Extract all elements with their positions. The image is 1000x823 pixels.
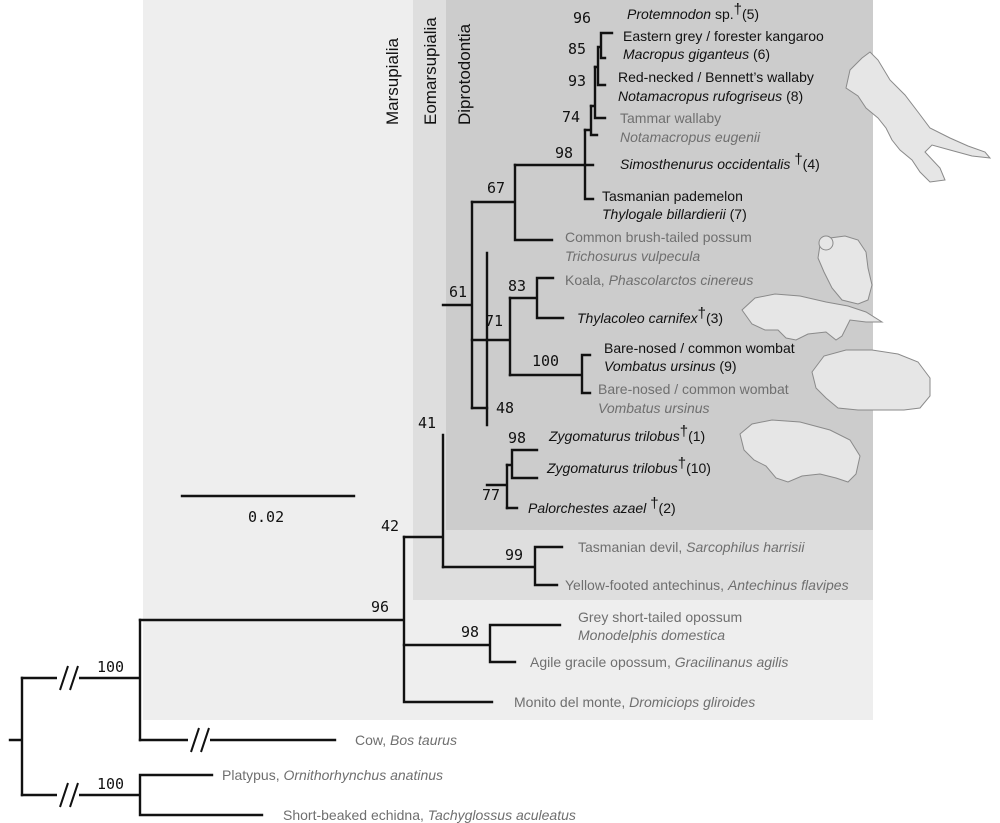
support-value: 100 <box>97 658 124 676</box>
support-value: 48 <box>496 399 514 417</box>
taxon-label-giganteus-common: Eastern grey / forester kangaroo <box>623 28 824 44</box>
support-value: 100 <box>97 775 124 793</box>
support-value: 61 <box>449 283 467 301</box>
taxon-label-ornithorhynchus: Platypus, Ornithorhynchus anatinus <box>222 767 443 783</box>
taxon-label-thylogale: Thylogale billardierii (7) <box>602 206 747 222</box>
taxon-label-zygomaturus-1: Zygomaturus trilobus†(1) <box>548 423 705 444</box>
taxon-label-wombat-9: Vombatus ursinus (9) <box>604 358 737 374</box>
clade-label-eomarsupialia: Eomarsupialia <box>421 17 440 125</box>
taxon-label-antechinus: Yellow-footed antechinus, Antechinus fla… <box>565 577 849 593</box>
taxon-label-eugenii-common: Tammar wallaby <box>620 110 721 126</box>
clade-label-diprotodontia: Diprotodontia <box>455 23 474 125</box>
kangaroo-illustration <box>845 51 992 183</box>
taxon-label-sarcophilus: Tasmanian devil, Sarcophilus harrisii <box>578 539 805 555</box>
scale-bar-label: 0.02 <box>248 508 284 526</box>
support-value: 77 <box>482 486 500 504</box>
taxon-label-zygomaturus-10: Zygomaturus trilobus†(10) <box>546 455 711 476</box>
support-values: 96 85 93 74 98 67 83 71 100 61 98 48 77 … <box>97 9 591 793</box>
support-value: 96 <box>573 9 591 27</box>
taxon-label-dromiciops: Monito del monte, Dromiciops gliroides <box>514 694 755 710</box>
taxon-label-eugenii: Notamacropus eugenii <box>620 129 761 145</box>
branch-break-marks <box>57 665 210 808</box>
clade-label-marsupialia: Marsupialia <box>383 38 402 125</box>
taxon-label-thylacoleo: Thylacoleo carnifex†(3) <box>577 305 723 326</box>
taxon-label-thylogale-common: Tasmanian pademelon <box>602 188 743 204</box>
thylacoleo-illustration <box>741 293 884 341</box>
support-value: 85 <box>568 40 586 58</box>
taxon-label-wombat-common: Bare-nosed / common wombat <box>598 381 789 397</box>
taxon-label-rufogriseus: Notamacropus rufogriseus (8) <box>618 88 803 104</box>
support-value: 98 <box>461 623 479 641</box>
taxon-label-simosthenurus: Simosthenurus occidentalis †(4) <box>620 151 820 172</box>
taxon-label-wombat-9-common: Bare-nosed / common wombat <box>604 340 795 356</box>
support-value: 41 <box>418 414 436 432</box>
support-value: 98 <box>555 144 573 162</box>
taxon-label-koala: Koala, Phascolarctos cinereus <box>565 272 753 288</box>
support-value: 93 <box>568 72 586 90</box>
wombat-illustration <box>811 349 931 411</box>
taxon-label-wombat: Vombatus ursinus <box>598 400 710 416</box>
support-value: 71 <box>485 312 503 330</box>
support-value: 83 <box>508 277 526 295</box>
taxon-label-protemnodon: Protemnodon sp.†(5) <box>627 1 759 22</box>
taxon-label-palorchestes: Palorchestes azael †(2) <box>528 495 676 516</box>
taxon-label-tachyglossus: Short-beaked echidna, Tachyglossus acule… <box>283 807 576 823</box>
support-value: 42 <box>381 517 399 535</box>
tree-edges <box>8 31 614 817</box>
support-value: 100 <box>532 352 559 370</box>
taxon-label-trichosurus: Trichosurus vulpecula <box>565 248 700 264</box>
taxon-label-giganteus: Macropus giganteus (6) <box>623 46 770 62</box>
taxon-label-trichosurus-common: Common brush-tailed possum <box>565 229 752 245</box>
taxon-label-rufogriseus-common: Red-necked / Bennett’s wallaby <box>618 69 814 85</box>
support-value: 74 <box>562 108 580 126</box>
taxon-label-monodelphis-common: Grey short-tailed opossum <box>578 609 742 625</box>
taxon-labels: Protemnodon sp.†(5) Eastern grey / fores… <box>222 1 849 823</box>
support-value: 67 <box>487 179 505 197</box>
taxon-label-monodelphis: Monodelphis domestica <box>578 627 725 643</box>
taxon-label-gracilinanus: Agile gracile opossum, Gracilinanus agil… <box>530 654 788 670</box>
support-value: 98 <box>508 429 526 447</box>
taxon-label-bos: Cow, Bos taurus <box>355 732 457 748</box>
zygomaturus-illustration <box>739 419 861 483</box>
support-value: 96 <box>371 598 389 616</box>
support-value: 99 <box>505 546 523 564</box>
koala-illustration <box>817 235 873 305</box>
